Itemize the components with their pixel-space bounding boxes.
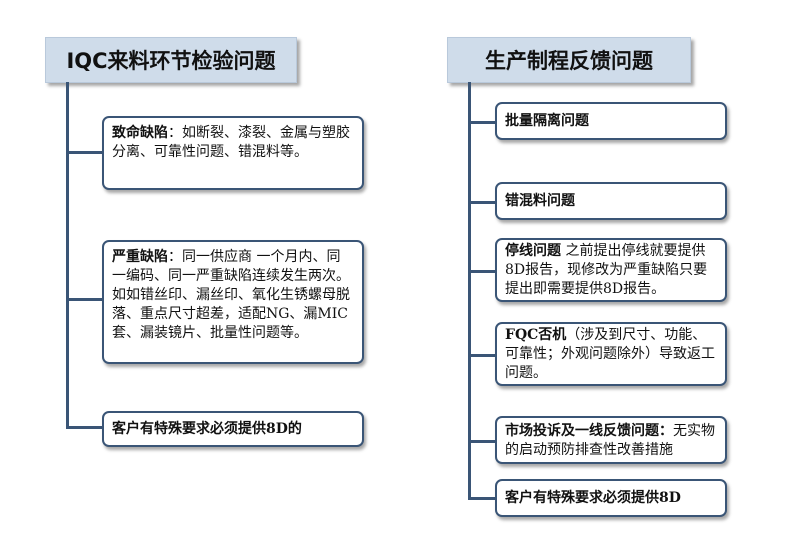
box-title: 客户有特殊要求必须提供8D	[505, 489, 681, 506]
mixed-material-box: 错混料问题	[495, 182, 727, 220]
right-connector-branch	[468, 121, 495, 124]
line-stop-box: 停线问题 之前提出停线就要提供8D报告，现修改为严重缺陷只要提出即需要提供8D报…	[495, 238, 727, 302]
box-title: 市场投诉及一线反馈问题：	[505, 423, 673, 439]
left-connector-branch	[66, 298, 102, 301]
right-connector-spine	[468, 82, 471, 498]
box-title: 致命缺陷	[112, 125, 168, 141]
right-connector-branch	[468, 270, 495, 273]
left-connector-spine	[66, 82, 69, 427]
box-title: 错混料问题	[505, 192, 575, 209]
box-title: 停线问题	[505, 243, 561, 259]
iqc-header: IQC来料环节检验问题	[45, 37, 297, 83]
box-text: ：同一供应商 一个月内、同一编码、同一严重缺陷连续发生两次。如如错丝印、漏丝印、…	[112, 249, 350, 341]
iqc-header-text: IQC来料环节检验问题	[66, 49, 276, 73]
customer-8d-box: 客户有特殊要求必须提供8D	[495, 479, 727, 517]
box-text: 无实物的启动预防排查性改善措施	[505, 423, 715, 458]
box-text: ：如断裂、漆裂、金属与塑胶分离、可靠性问题、错混料等。	[112, 125, 350, 160]
serious-defect-box: 严重缺陷：同一供应商 一个月内、同一编码、同一严重缺陷连续发生两次。如如错丝印、…	[102, 240, 364, 364]
box-text: 之前提出停线就要提供8D报告，现修改为严重缺陷只要提出即需要提供8D报告。	[505, 243, 708, 297]
right-connector-branch	[468, 497, 495, 500]
left-connector-branch	[66, 151, 102, 154]
box-title: FQC否机	[505, 327, 567, 343]
box-title: 客户有特殊要求必须提供8D的	[112, 420, 302, 437]
right-connector-branch	[468, 354, 495, 357]
box-title: 严重缺陷	[112, 249, 168, 265]
box-title: 批量隔离问题	[505, 112, 589, 129]
right-connector-branch	[468, 440, 495, 443]
production-header-text: 生产制程反馈问题	[485, 49, 653, 73]
fqc-reject-box: FQC否机（涉及到尺寸、功能、可靠性；外观问题除外）导致返工问题。	[495, 322, 727, 386]
fatal-defect-box: 致命缺陷：如断裂、漆裂、金属与塑胶分离、可靠性问题、错混料等。	[102, 116, 364, 190]
right-connector-branch	[468, 201, 495, 204]
box-text: （涉及到尺寸、功能、可靠性；外观问题除外）导致返工问题。	[505, 327, 715, 381]
left-connector-branch	[66, 426, 102, 429]
production-header: 生产制程反馈问题	[447, 37, 691, 83]
batch-isolation-box: 批量隔离问题	[495, 102, 727, 140]
market-complaint-box: 市场投诉及一线反馈问题：无实物的启动预防排查性改善措施	[495, 416, 727, 464]
customer-8d-box: 客户有特殊要求必须提供8D的	[102, 411, 364, 447]
